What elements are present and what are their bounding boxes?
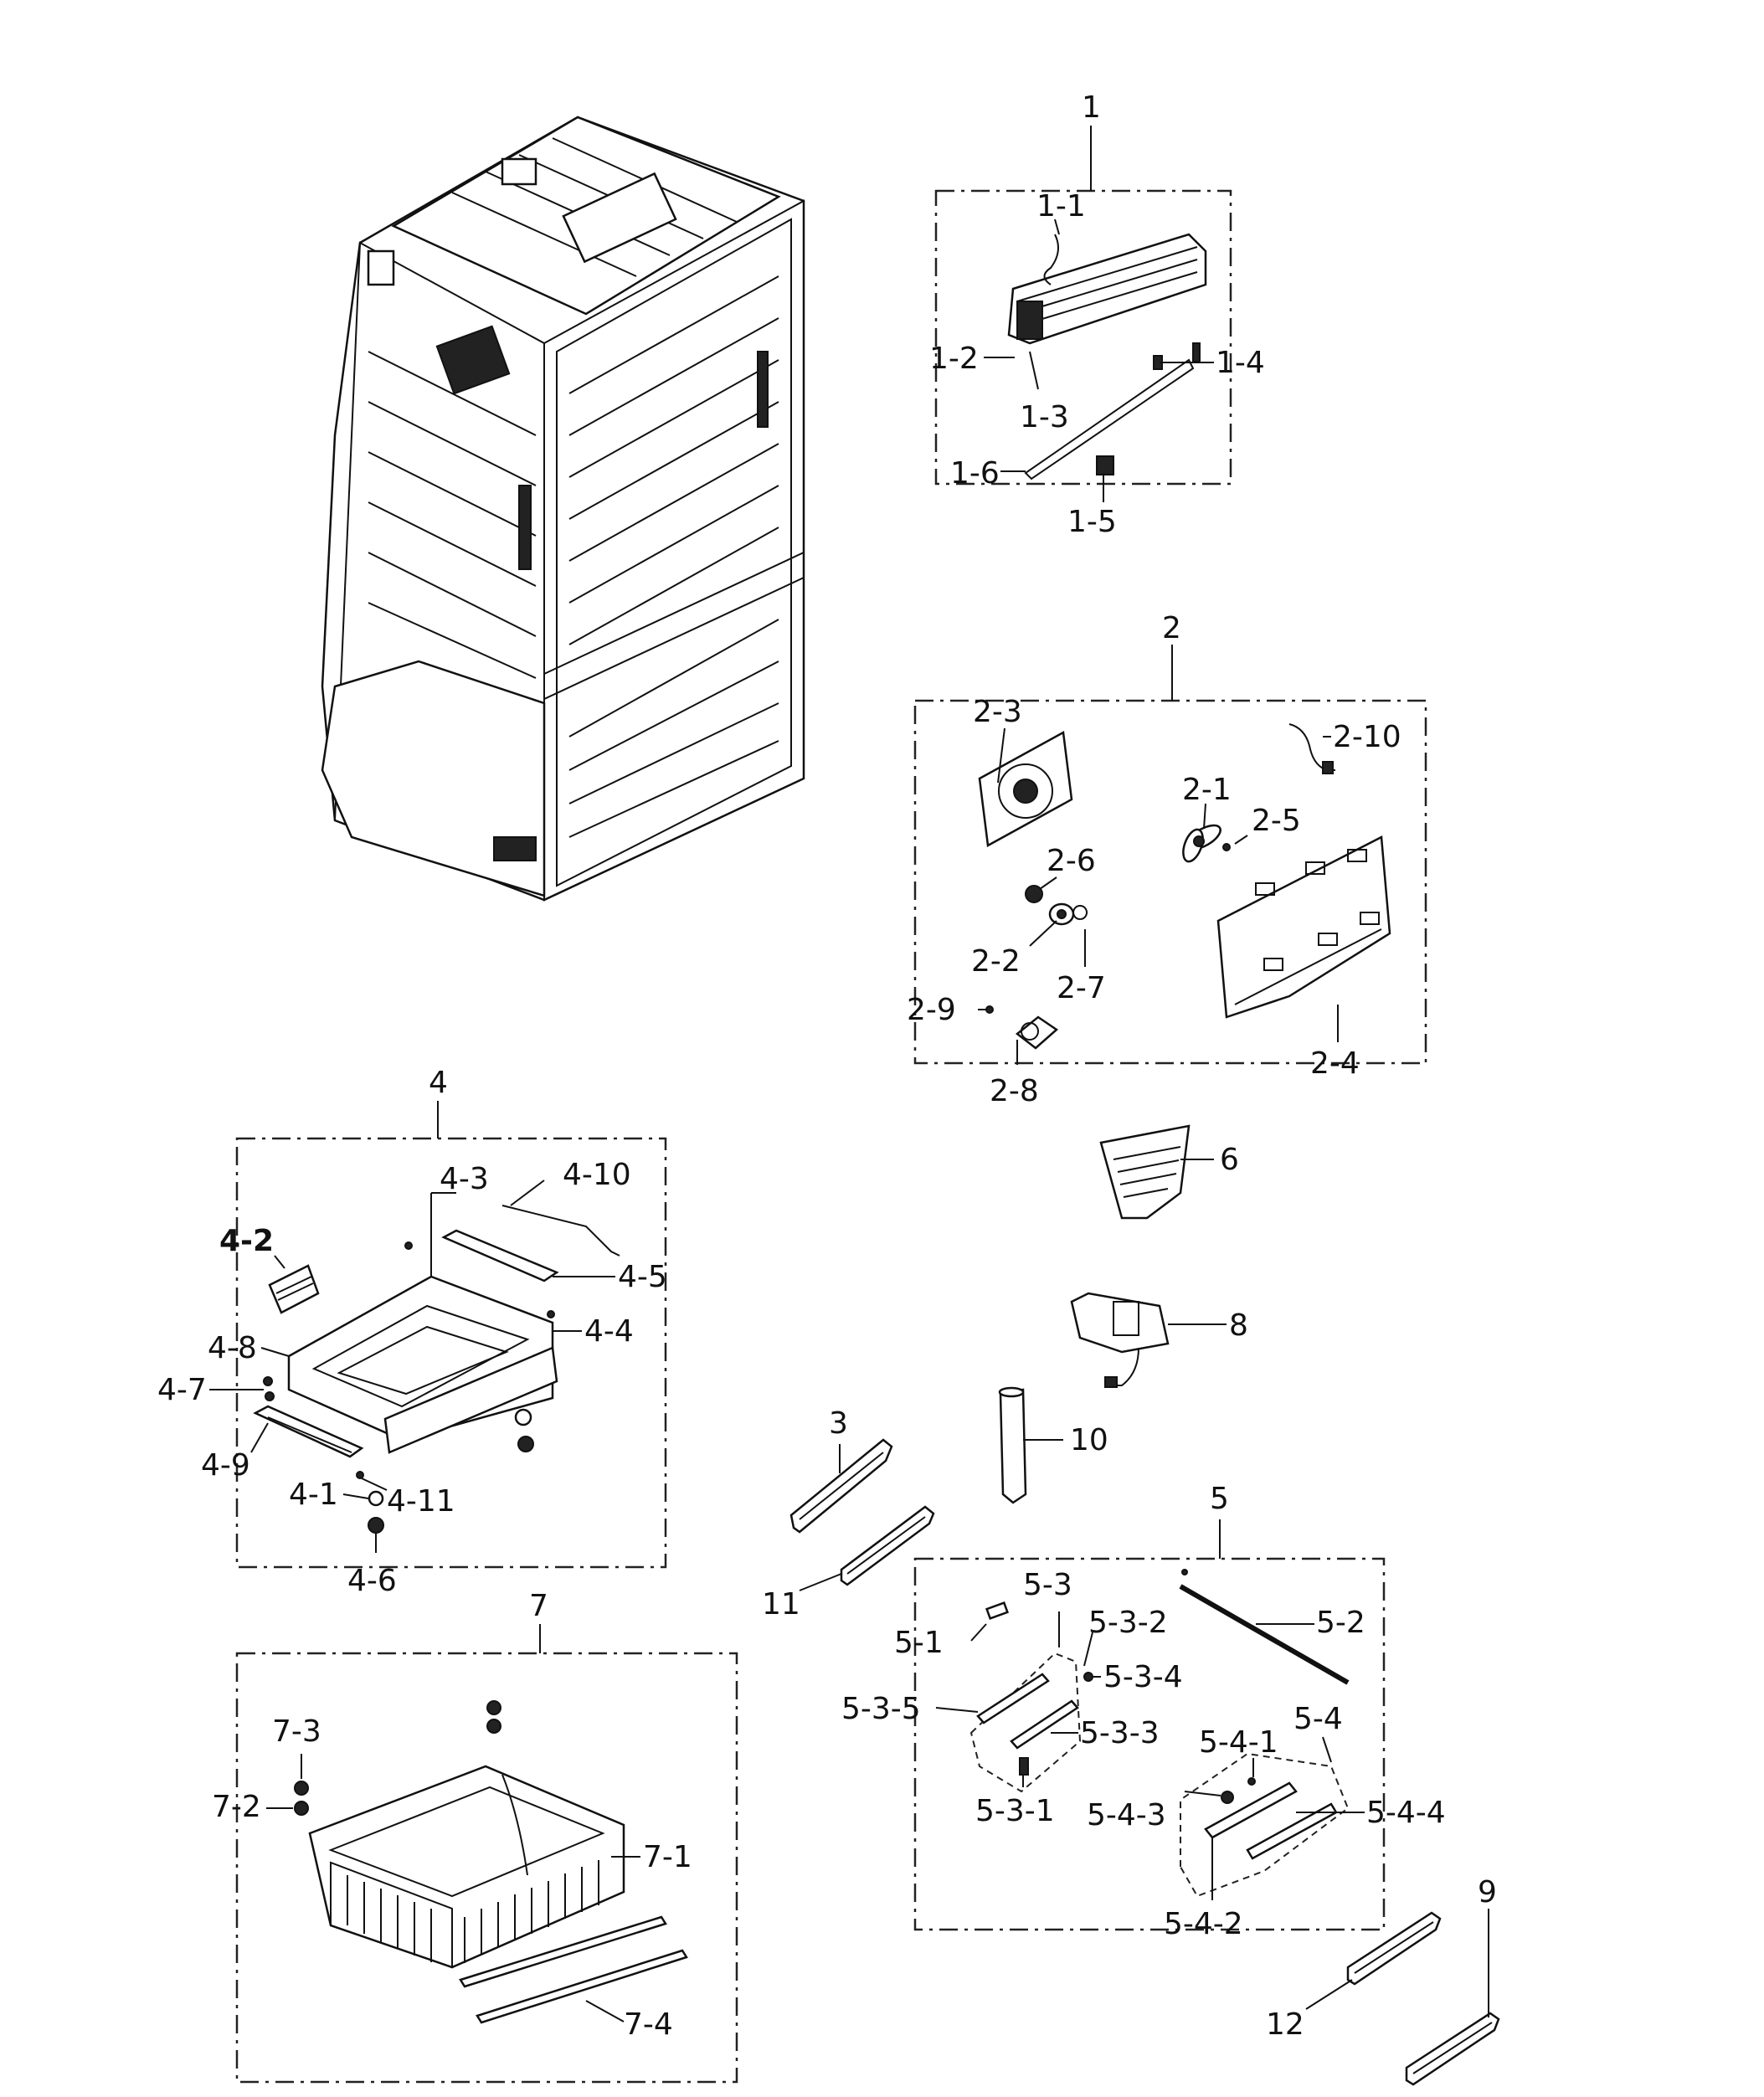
- group-5-3-boundary: [969, 1652, 1082, 1793]
- label-2-7: 2-7: [1057, 971, 1106, 1005]
- fan-blade: [1182, 824, 1221, 863]
- label-2-10: 2-10: [1333, 720, 1401, 754]
- label-5-3-4: 5-3-4: [1103, 1660, 1183, 1694]
- label-4-6: 4-6: [347, 1564, 397, 1598]
- drawer-rod: [501, 1205, 620, 1257]
- label-6: 6: [1220, 1143, 1239, 1177]
- part-9-rail: 9: [1405, 1875, 1500, 2086]
- label-5-3-2: 5-3-2: [1088, 1606, 1168, 1640]
- label-5-2: 5-2: [1316, 1606, 1365, 1640]
- part-3-rail: 3: [789, 1406, 893, 1534]
- label-5-4-2: 5-4-2: [1164, 1907, 1243, 1941]
- shelf-rod: [1179, 1584, 1350, 1685]
- shelf-rail-front: [1204, 1781, 1298, 1839]
- label-5-4-4: 5-4-4: [1366, 1796, 1446, 1830]
- label-1: 1: [1082, 90, 1101, 125]
- label-5-3-5: 5-3-5: [841, 1692, 921, 1726]
- label-4-5: 4-5: [618, 1260, 667, 1294]
- drawer-filter: [268, 1264, 320, 1314]
- group-5-shelf-assembly: 5 5-3 5-3-2 5-1 5-2 5-3-4 5-3-5 5-3-3 5-…: [841, 1482, 1446, 1941]
- label-4-7: 4-7: [157, 1373, 207, 1407]
- label-5: 5: [1210, 1482, 1229, 1516]
- wire-harness: [1043, 234, 1059, 285]
- shelf-cap: [985, 1601, 1009, 1621]
- label-7-4: 7-4: [624, 2007, 673, 2042]
- group-5-boundary: [913, 1557, 1386, 1931]
- label-3: 3: [829, 1406, 848, 1441]
- label-2-6: 2-6: [1047, 844, 1096, 878]
- label-7-2: 7-2: [212, 1790, 261, 1824]
- bin-rail-1: [459, 1915, 667, 1988]
- evaporator: [1007, 233, 1207, 345]
- thermostat: [1096, 455, 1114, 475]
- label-8: 8: [1229, 1308, 1248, 1343]
- label-4-10: 4-10: [563, 1158, 631, 1192]
- label-7-3: 7-3: [272, 1714, 321, 1749]
- label-5-4-1: 5-4-1: [1199, 1725, 1278, 1760]
- label-5-3-1: 5-3-1: [975, 1794, 1055, 1828]
- label-1-1: 1-1: [1036, 189, 1086, 224]
- label-7: 7: [529, 1589, 548, 1623]
- group-2-boundary: [913, 699, 1427, 1065]
- label-2-5: 2-5: [1252, 804, 1301, 838]
- part-8-damper-assembly: 8: [1070, 1292, 1248, 1388]
- group-2-fan-assembly: 2: [907, 611, 1427, 1108]
- label-5-3-3: 5-3-3: [1080, 1716, 1160, 1750]
- group-5-4-boundary: [1180, 1752, 1350, 1898]
- shelf-bracket-front: [976, 1673, 1050, 1724]
- label-5-3: 5-3: [1023, 1568, 1072, 1602]
- label-4-2: 4-2: [219, 1224, 274, 1258]
- label-9: 9: [1478, 1875, 1497, 1909]
- shelf-bracket-rear: [1010, 1699, 1079, 1750]
- group-4-boundary: [235, 1137, 667, 1569]
- bin-rail-2: [476, 1949, 688, 2024]
- label-2-9: 2-9: [907, 993, 956, 1027]
- drawer-rail-rear: [441, 1229, 559, 1282]
- label-10: 10: [1070, 1423, 1108, 1457]
- part-12-rail: 12: [1266, 1911, 1442, 2042]
- label-2-2: 2-2: [971, 944, 1021, 979]
- motor-bracket: [1015, 1015, 1059, 1050]
- label-1-4: 1-4: [1216, 346, 1265, 380]
- refrigerator-cabinet: [321, 116, 805, 902]
- label-1-2: 1-2: [929, 342, 979, 376]
- drawer-bracket: [253, 1405, 364, 1458]
- label-11: 11: [762, 1587, 800, 1622]
- group-4-drawer-assembly: 4 4-3 4-10 4-2 4-5: [157, 1066, 667, 1598]
- heater: [1024, 358, 1195, 481]
- group-7-boundary: [235, 1652, 738, 2084]
- part-11-rail: 11: [762, 1505, 935, 1622]
- label-4-8: 4-8: [208, 1331, 257, 1365]
- label-5-4-3: 5-4-3: [1087, 1798, 1166, 1832]
- label-2: 2: [1162, 611, 1181, 645]
- label-4-1: 4-1: [289, 1478, 338, 1512]
- label-7-1: 7-1: [643, 1840, 692, 1874]
- label-2-8: 2-8: [990, 1074, 1039, 1108]
- label-2-4: 2-4: [1310, 1046, 1360, 1081]
- label-5-1: 5-1: [894, 1626, 944, 1660]
- label-2-1: 2-1: [1182, 773, 1232, 807]
- label-1-3: 1-3: [1020, 400, 1069, 434]
- label-1-5: 1-5: [1067, 505, 1117, 539]
- label-4-11: 4-11: [387, 1484, 455, 1519]
- evaporator-cover: [1216, 835, 1391, 1019]
- part-6-vent-grille: 6: [1099, 1124, 1239, 1220]
- label-4: 4: [429, 1066, 448, 1100]
- label-1-6: 1-6: [950, 456, 1000, 491]
- label-4-3: 4-3: [440, 1162, 489, 1196]
- part-10-tube: 10: [998, 1386, 1108, 1504]
- drawer-front-cover: [383, 1346, 558, 1454]
- group-1-boundary: [934, 189, 1232, 486]
- label-5-4: 5-4: [1293, 1702, 1343, 1736]
- group-1-evaporator-assembly: 1 1-1 1-2 1-3 1-4 1-5 1-6: [929, 90, 1265, 539]
- label-2-3: 2-3: [973, 695, 1022, 729]
- label-4-9: 4-9: [201, 1448, 250, 1483]
- label-4-4: 4-4: [584, 1314, 634, 1349]
- group-7-bin-assembly: 7 7-3: [212, 1589, 738, 2084]
- label-12: 12: [1266, 2007, 1304, 2042]
